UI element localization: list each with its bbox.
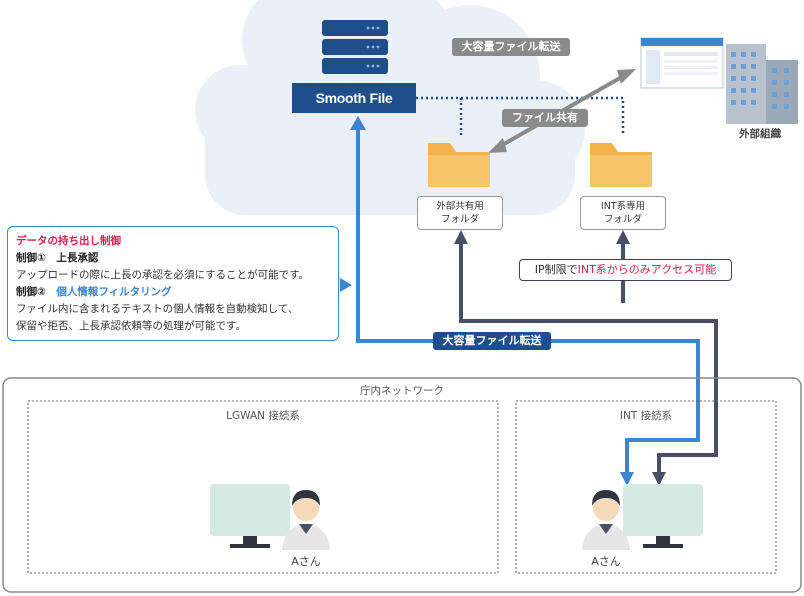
control-info-box: データの持ち出し制御 制御① 上長承認 アップロードの際に上長の承認を必須にする… <box>7 226 339 341</box>
person-icon-left <box>282 490 330 550</box>
server-icon <box>322 20 388 74</box>
monitor-icon-right <box>623 484 703 548</box>
folder-label-int-line1: INT系専用 <box>600 201 646 212</box>
lgwan-zone <box>27 400 499 574</box>
folder-label-int-line2: フォルダ <box>603 214 642 225</box>
control-title: データの持ち出し制御 <box>16 235 121 247</box>
control-1-label: 制御① 上長承認 <box>16 252 99 264</box>
int-zone-title: INT 接続系 <box>619 410 673 422</box>
int-zone <box>515 400 777 574</box>
dark-access-path <box>454 230 718 486</box>
browser-window-icon <box>640 37 724 89</box>
monitor-icon-left <box>210 484 290 548</box>
transfer-tag-top: 大容量ファイル転送 <box>452 38 570 56</box>
control-2-text-1: ファイル内に含まれるテキストの個人情報を自動検知して、 <box>16 303 299 315</box>
brand-badge <box>292 83 416 113</box>
brand-logo: Smooth File <box>315 90 393 106</box>
info-pointer <box>340 278 352 292</box>
ip-restriction-highlight: INT系からのみアクセス可能 <box>577 263 717 276</box>
lgwan-zone-title: LGWAN 接続系 <box>226 410 300 422</box>
ip-restriction-box: IP制限でINT系からのみアクセス可能 <box>519 259 732 281</box>
control-1-text: アップロードの際に上長の承認を必須にすることが可能です。 <box>16 269 310 281</box>
ip-restriction-prefix: IP制限で <box>534 263 578 276</box>
folder-icon-external <box>428 143 490 187</box>
share-tag: ファイル共有 <box>502 109 588 127</box>
control-2-title: 個人情報フィルタリング <box>56 286 172 298</box>
dotted-connection <box>416 96 625 135</box>
folder-label-int: INT系専用 フォルダ <box>580 196 666 230</box>
blue-transfer-path <box>350 116 700 486</box>
user-right-label: Aさん <box>591 555 621 568</box>
person-icon-right <box>582 490 630 550</box>
folder-label-external: 外部共有用 フォルダ <box>417 196 503 230</box>
folder-label-external-line2: フォルダ <box>440 214 479 225</box>
folder-icon-int <box>590 143 652 187</box>
control-2-text-2: 保留や拒否、上長承認依頼等の処理が可能です。 <box>16 320 246 332</box>
control-2-label: 制御② <box>16 286 46 298</box>
transfer-tag-bottom: 大容量ファイル転送 <box>433 332 551 350</box>
network-box <box>2 377 802 593</box>
external-org-label: 外部組織 <box>739 128 781 140</box>
network-title: 庁内ネットワーク <box>360 385 444 397</box>
folder-label-external-line1: 外部共有用 <box>436 201 484 212</box>
building-icon <box>726 44 798 124</box>
user-left-label: Aさん <box>291 555 321 568</box>
